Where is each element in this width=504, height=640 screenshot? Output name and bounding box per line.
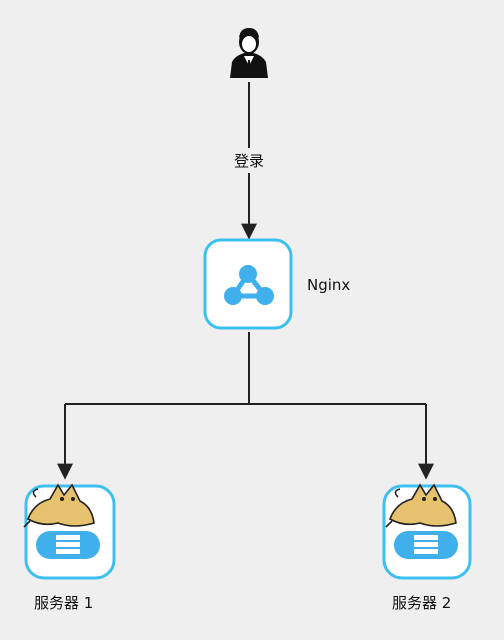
server-2-node[interactable] — [382, 483, 472, 580]
tomcat-cat-icon — [385, 483, 457, 528]
edge-label-login: 登录 — [232, 148, 267, 173]
server-1-label: 服务器 1 — [34, 594, 94, 612]
share-network-icon — [224, 265, 274, 305]
user-icon — [230, 28, 268, 78]
nginx-node[interactable] — [203, 238, 293, 330]
server-stack-icon — [36, 531, 100, 559]
nginx-label: Nginx — [307, 276, 351, 294]
server-1-node[interactable] — [23, 483, 116, 580]
tomcat-cat-icon — [23, 483, 95, 528]
nginx-box — [203, 238, 293, 330]
server-2-label: 服务器 2 — [392, 594, 452, 612]
server-stack-icon — [394, 531, 458, 559]
